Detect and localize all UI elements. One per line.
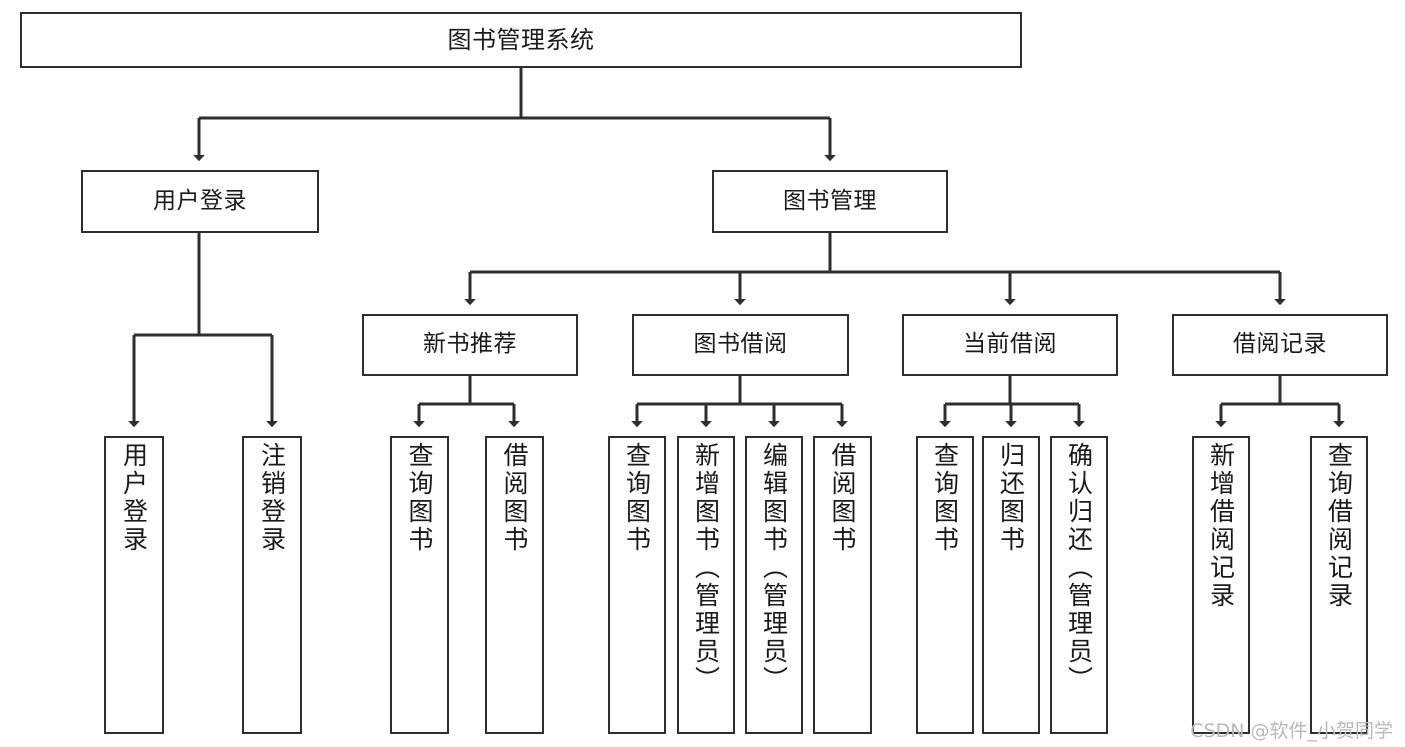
- node-borrow-record-label: 借阅记录: [1233, 331, 1327, 358]
- node-leaf-edit-book-label: 编辑图书（管理员）: [759, 442, 789, 694]
- node-book-manage-label: 图书管理: [783, 187, 877, 214]
- node-leaf-query-book-2[interactable]: 查询图书: [608, 436, 666, 734]
- node-leaf-query-book-1[interactable]: 查询图书: [390, 436, 449, 734]
- node-leaf-query-record[interactable]: 查询借阅记录: [1310, 436, 1368, 734]
- node-leaf-borrow-book-1[interactable]: 借阅图书: [485, 436, 544, 734]
- node-leaf-add-book-label: 新增图书（管理员）: [691, 442, 721, 694]
- node-leaf-return-book[interactable]: 归还图书: [982, 436, 1040, 734]
- node-leaf-user-login-label: 用户登录: [119, 442, 149, 554]
- node-new-book-recommend[interactable]: 新书推荐: [362, 314, 578, 376]
- node-book-manage[interactable]: 图书管理: [712, 170, 948, 233]
- node-leaf-user-logout-label: 注销登录: [257, 442, 287, 554]
- node-leaf-add-record-label: 新增借阅记录: [1206, 442, 1236, 610]
- node-leaf-user-logout[interactable]: 注销登录: [242, 436, 302, 734]
- node-leaf-query-record-label: 查询借阅记录: [1324, 442, 1354, 610]
- node-leaf-query-book-2-label: 查询图书: [622, 442, 652, 554]
- node-leaf-add-book[interactable]: 新增图书（管理员）: [677, 436, 735, 734]
- node-leaf-query-book-3[interactable]: 查询图书: [916, 436, 974, 734]
- node-leaf-return-book-label: 归还图书: [996, 442, 1026, 554]
- node-root-label: 图书管理系统: [447, 25, 595, 54]
- node-leaf-query-book-1-label: 查询图书: [405, 442, 434, 554]
- node-leaf-user-login[interactable]: 用户登录: [104, 436, 164, 734]
- node-current-borrow[interactable]: 当前借阅: [902, 314, 1118, 376]
- node-leaf-query-book-3-label: 查询图书: [930, 442, 960, 554]
- node-leaf-confirm-return[interactable]: 确认归还（管理员）: [1050, 436, 1108, 734]
- node-borrow-record[interactable]: 借阅记录: [1172, 314, 1388, 376]
- node-leaf-borrow-book-2[interactable]: 借阅图书: [813, 436, 872, 734]
- node-leaf-borrow-book-2-label: 借阅图书: [828, 442, 857, 554]
- node-leaf-borrow-book-1-label: 借阅图书: [500, 442, 529, 554]
- node-user-login-label: 用户登录: [153, 187, 247, 214]
- node-root[interactable]: 图书管理系统: [20, 12, 1022, 68]
- node-leaf-confirm-return-label: 确认归还（管理员）: [1064, 442, 1094, 694]
- node-book-borrow-label: 图书借阅: [693, 331, 788, 358]
- node-current-borrow-label: 当前借阅: [963, 331, 1057, 358]
- node-user-login[interactable]: 用户登录: [81, 170, 319, 233]
- node-book-borrow[interactable]: 图书借阅: [632, 314, 849, 376]
- node-leaf-add-record[interactable]: 新增借阅记录: [1192, 436, 1250, 734]
- node-leaf-edit-book[interactable]: 编辑图书（管理员）: [745, 436, 803, 734]
- node-new-book-recommend-label: 新书推荐: [423, 331, 517, 358]
